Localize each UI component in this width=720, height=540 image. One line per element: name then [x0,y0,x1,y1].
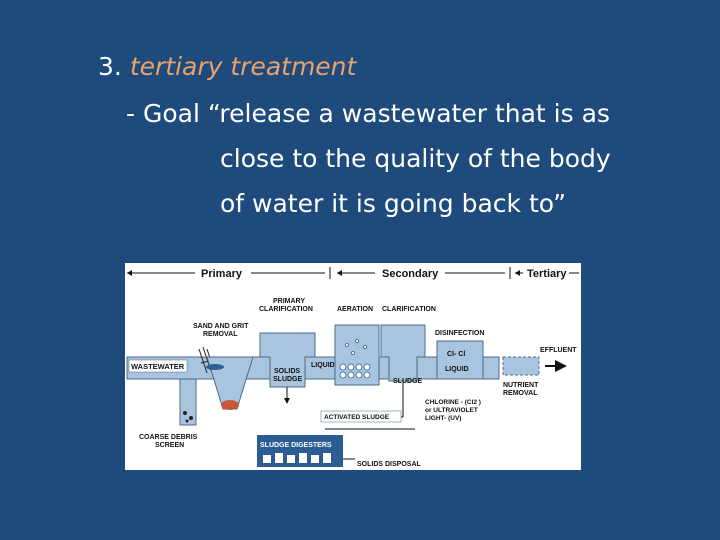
grit-removal-tank [206,356,254,410]
activated-sludge-label-box [320,410,402,423]
label-aeration: AERATION [337,306,373,313]
label-solids-sludge-1: SOLIDS [274,368,300,375]
label-wastewater: WASTEWATER [131,362,185,371]
label-chlorine-2: or ULTRAVIOLET [425,407,478,414]
label-chlorine-1: CHLORINE - (Cl2 ) [425,399,481,406]
label-chlorine-3: LIGHT- (UV) [425,415,461,422]
stage-tertiary: Tertiary [527,268,567,280]
flow-fish-shape [206,364,224,370]
label-sand-grit-2: REMOVAL [203,331,238,338]
goal-line-2: close to the quality of the body [220,144,611,173]
label-nutrient-1: NUTRIENT [503,382,539,389]
label-solids-sludge-2: SLUDGE [273,376,303,383]
primary-clarifier-tank [259,332,316,388]
wastewater-treatment-diagram: Primary Secondary Tertiary PRIMARY CLARI… [125,263,581,470]
label-activated-sludge: ACTIVATED SLUDGE [324,414,390,421]
label-disinfection: DISINFECTION [435,330,484,337]
heading-number: 3. [98,52,122,81]
grit-deposit [221,400,239,410]
wastewater-label-box [128,359,188,373]
tertiary-arrowhead [515,270,520,276]
secondary-arrowhead [337,270,342,276]
label-cl-cl: Cl- Cl [447,351,465,358]
goal-line-1: - Goal “release a wastewater that is as [126,99,610,128]
label-nutrient-2: REMOVAL [503,390,538,397]
label-effluent: EFFLUENT [540,347,577,354]
stage-secondary: Secondary [382,268,439,280]
heading-title: tertiary treatment [129,52,357,81]
label-clarification: CLARIFICATION [382,306,436,313]
label-primary-clarification-1: PRIMARY [273,298,305,305]
heading: 3. tertiary treatment [98,52,356,81]
stage-primary: Primary [201,268,243,280]
stage-header: Primary Secondary Tertiary [127,267,579,280]
goal-line-3: of water it is going back to” [220,189,567,218]
label-sludge: SLUDGE [393,378,423,385]
label-coarse-2: SCREEN [155,442,184,449]
primary-arrowhead [127,270,132,276]
digester-icons [263,453,331,463]
label-liquid-1: LIQUID [311,362,335,369]
label-solids-disposal: SOLIDS DISPOSAL [357,461,422,468]
secondary-clarifier-tank [380,324,426,382]
coarse-screen-debris [183,411,193,423]
label-liquid-2: LIQUID [445,366,469,373]
disinfection-tank [436,340,484,380]
aeration-bubbles [339,339,371,379]
label-coarse-1: COARSE DEBRIS [139,434,198,441]
coarse-screen-channel [179,378,197,426]
label-sand-grit-1: SAND AND GRIT [193,323,249,330]
label-digesters: SLUDGE DIGESTERS [260,442,332,449]
label-primary-clarification-2: CLARIFICATION [259,306,313,313]
nutrient-removal-box [502,356,540,376]
